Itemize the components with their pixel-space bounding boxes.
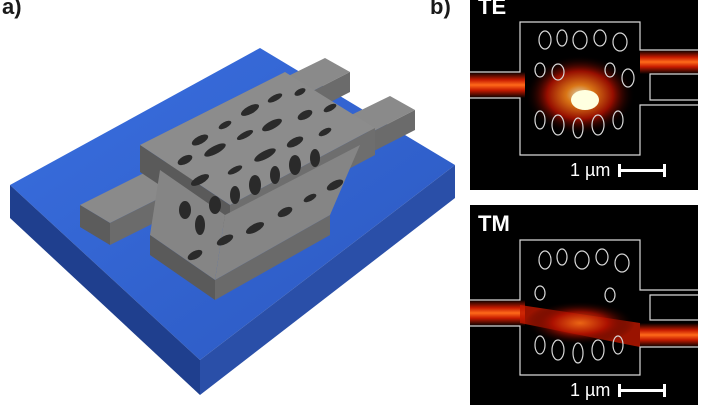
tm-scale-bar: 1 µm — [570, 380, 667, 401]
tm-scale-label: 1 µm — [570, 380, 611, 400]
tm-field-panel: TM 1 µm — [470, 205, 698, 405]
scale-bar-icon — [618, 164, 667, 177]
panel-b-label: b) — [430, 0, 451, 19]
panel-a-label: a) — [2, 0, 22, 19]
device-3d-render — [10, 48, 455, 395]
etched-holes — [177, 88, 344, 261]
scale-bar-icon — [618, 384, 667, 397]
te-field-panel: TE 1 µm — [470, 0, 698, 190]
te-scale-label: 1 µm — [570, 160, 611, 180]
design-region — [140, 72, 375, 300]
tm-structure-outline — [470, 239, 698, 376]
te-mode-label: TE — [478, 0, 507, 19]
te-scale-bar: 1 µm — [570, 160, 667, 181]
tm-mode-label: TM — [478, 211, 510, 236]
te-structure-outline — [470, 21, 698, 156]
